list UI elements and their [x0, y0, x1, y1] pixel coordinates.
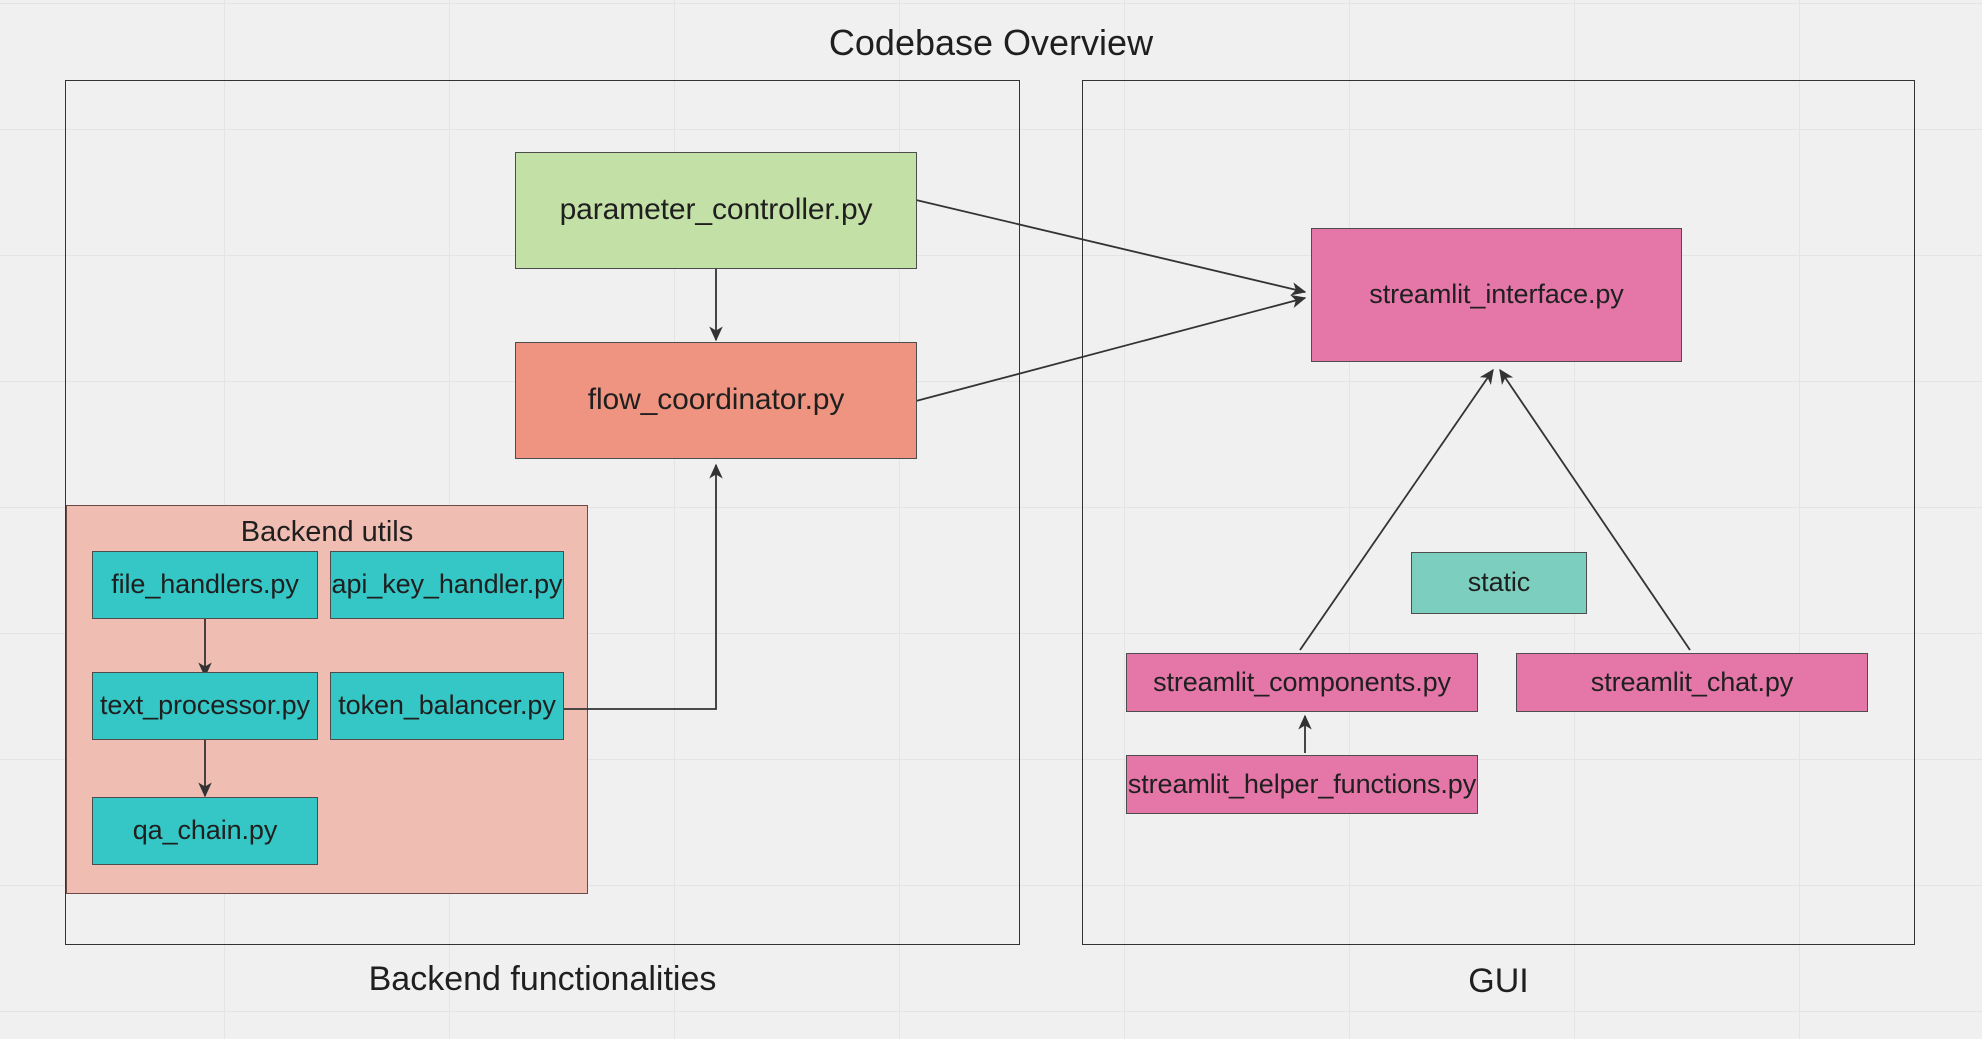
node-token-balancer-label: token_balancer.py [338, 690, 556, 721]
node-static-label: static [1467, 567, 1531, 598]
node-parameter-controller[interactable]: parameter_controller.py [515, 152, 917, 269]
edge-streamlit-components-to-streamlit-interface [1299, 368, 1494, 651]
cluster-backend-functionalities [65, 80, 1020, 945]
node-static[interactable]: static [1411, 552, 1587, 614]
node-flow-coordinator-label: flow_coordinator.py [587, 383, 845, 417]
node-file-handlers-label: file_handlers.py [111, 569, 299, 600]
node-streamlit-interface-label: streamlit_interface.py [1369, 279, 1624, 310]
cluster-backend-functionalities-label: Backend functionalities [368, 960, 717, 998]
node-api-key-handler-label: api_key_handler.py [331, 569, 563, 600]
node-text-processor[interactable]: text_processor.py [92, 672, 318, 740]
node-streamlit-interface[interactable]: streamlit_interface.py [1311, 228, 1682, 362]
node-streamlit-helper-functions-label: streamlit_helper_functions.py [1127, 768, 1477, 799]
node-file-handlers[interactable]: file_handlers.py [92, 551, 318, 619]
node-text-processor-label: text_processor.py [100, 690, 310, 721]
node-streamlit-components[interactable]: streamlit_components.py [1126, 653, 1478, 712]
edge-streamlit-chat-to-streamlit-interface [1499, 368, 1691, 651]
page-title: Codebase Overview [828, 22, 1154, 63]
node-api-key-handler[interactable]: api_key_handler.py [330, 551, 564, 619]
edge-flow-coordinator-to-streamlit-interface [915, 294, 1307, 402]
cluster-gui-label: GUI [1468, 962, 1529, 1000]
node-flow-coordinator[interactable]: flow_coordinator.py [515, 342, 917, 459]
node-streamlit-chat[interactable]: streamlit_chat.py [1516, 653, 1868, 712]
node-streamlit-components-label: streamlit_components.py [1153, 666, 1451, 697]
node-qa-chain[interactable]: qa_chain.py [92, 797, 318, 865]
node-qa-chain-label: qa_chain.py [132, 815, 278, 846]
node-token-balancer[interactable]: token_balancer.py [330, 672, 564, 740]
node-streamlit-chat-label: streamlit_chat.py [1590, 666, 1794, 697]
node-streamlit-helper-functions[interactable]: streamlit_helper_functions.py [1126, 755, 1478, 814]
cluster-backend-utils-label: Backend utils [240, 516, 414, 548]
edge-parameter-controller-to-streamlit-interface [915, 199, 1307, 296]
node-parameter-controller-label: parameter_controller.py [559, 193, 873, 227]
edge-token-balancer-to-flow-coordinator [563, 463, 723, 710]
cluster-gui [1082, 80, 1915, 945]
